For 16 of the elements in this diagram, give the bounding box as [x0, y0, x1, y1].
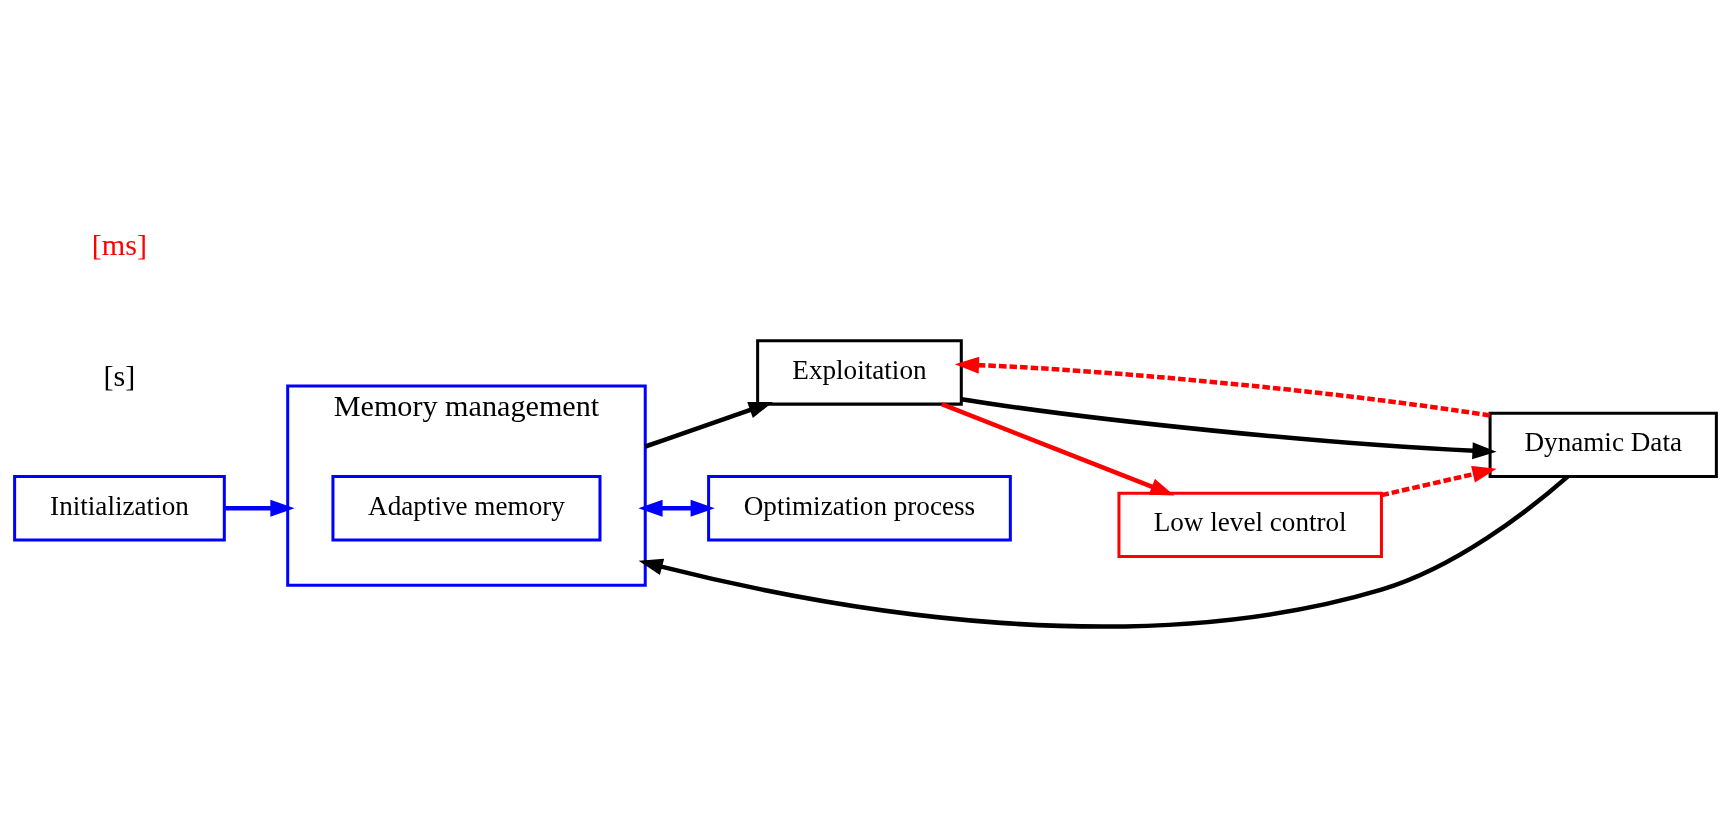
arrow: [638, 474, 1570, 629]
node-box: Exploitation: [756, 338, 963, 406]
node-box: Adaptive memory: [331, 474, 602, 541]
label: [s]: [103, 358, 136, 393]
arrow: [224, 499, 295, 517]
node-box: Dynamic Data: [1488, 411, 1718, 478]
arrow: [644, 401, 773, 449]
arrow: [961, 396, 1497, 459]
node-box: Initialization: [13, 474, 226, 541]
arrow: [954, 356, 1491, 418]
label: [ms]: [91, 227, 148, 262]
node-box: Optimization process: [707, 474, 1012, 541]
arrow: [940, 401, 1175, 496]
node-box: Low level control: [1117, 491, 1383, 558]
arrow: [1381, 465, 1497, 497]
arrow: [638, 499, 715, 517]
